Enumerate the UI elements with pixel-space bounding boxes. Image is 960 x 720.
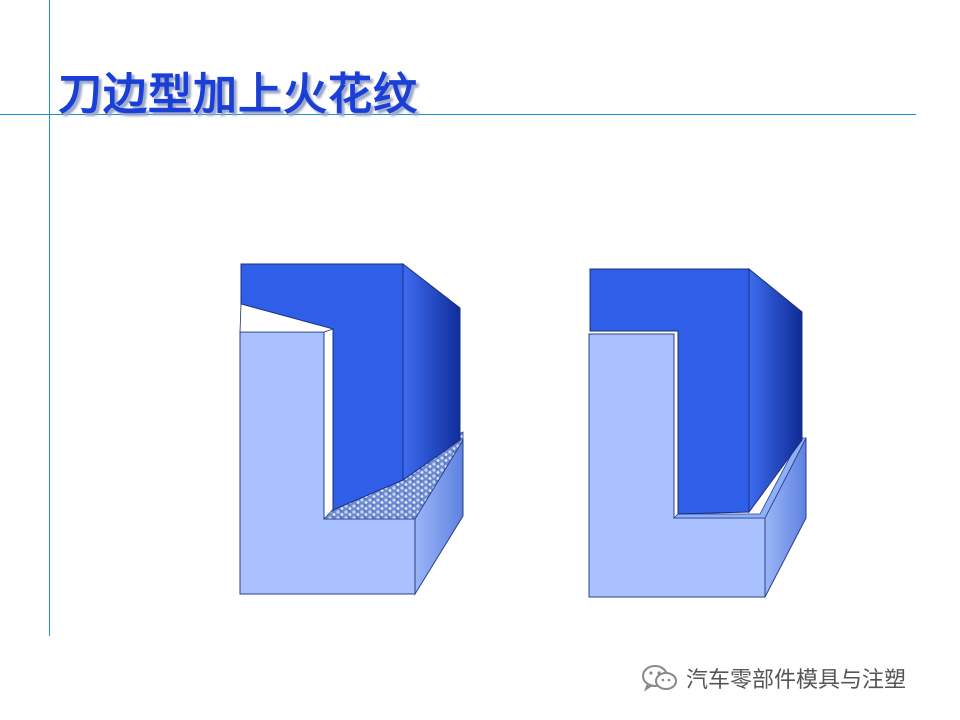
knife-edge-gap <box>239 303 335 333</box>
slide-title: 刀边型加上火花纹 <box>58 69 418 120</box>
mold-without-texture <box>588 267 807 598</box>
horizontal-guide-line <box>0 114 916 115</box>
wechat-icon <box>640 663 680 693</box>
vertical-guide-line <box>49 0 50 636</box>
upper-part-side <box>402 262 461 481</box>
watermark: 汽车零部件模具与注塑 <box>640 662 906 694</box>
watermark-text: 汽车零部件模具与注塑 <box>686 668 907 693</box>
mold-with-spark-texture <box>239 262 464 596</box>
upper-part-side <box>748 267 803 514</box>
